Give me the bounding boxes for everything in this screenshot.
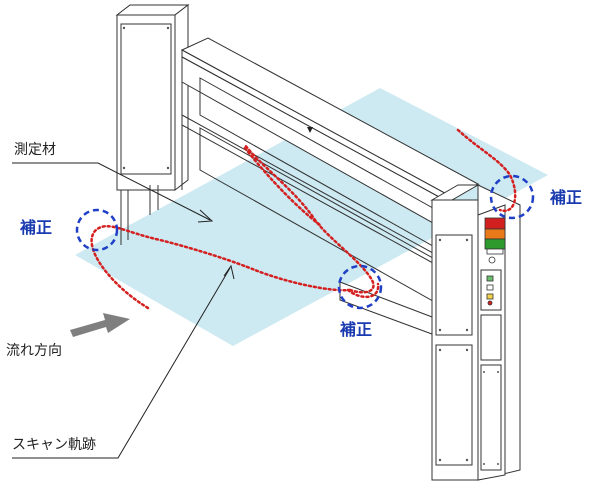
right-arrow-icon	[70, 313, 130, 337]
top-beam	[180, 37, 480, 306]
correction-marker-center	[337, 264, 383, 310]
scan-trajectory	[90, 128, 517, 310]
leader-lines	[12, 162, 231, 459]
correction-label-center: 補正	[340, 320, 373, 339]
correction-label-right: 補正	[550, 188, 583, 207]
right-tower	[430, 184, 521, 481]
control-panel-buttons	[486, 275, 494, 306]
material-label: 測定材	[14, 142, 56, 158]
scan-trajectory-label: スキャン軌跡	[12, 437, 96, 453]
correction-marker-left	[75, 208, 119, 252]
signal-tower-icon	[484, 217, 506, 264]
correction-markers	[75, 174, 535, 310]
leader-arrowheads	[197, 209, 235, 280]
correction-label-left: 補正	[20, 218, 53, 237]
beam-center-marker	[307, 127, 313, 133]
flow-direction-label: 流れ方向	[6, 343, 62, 359]
right-tower-bolts	[438, 238, 499, 465]
left-tower-bolts	[122, 26, 170, 170]
correction-marker-right	[489, 174, 535, 220]
